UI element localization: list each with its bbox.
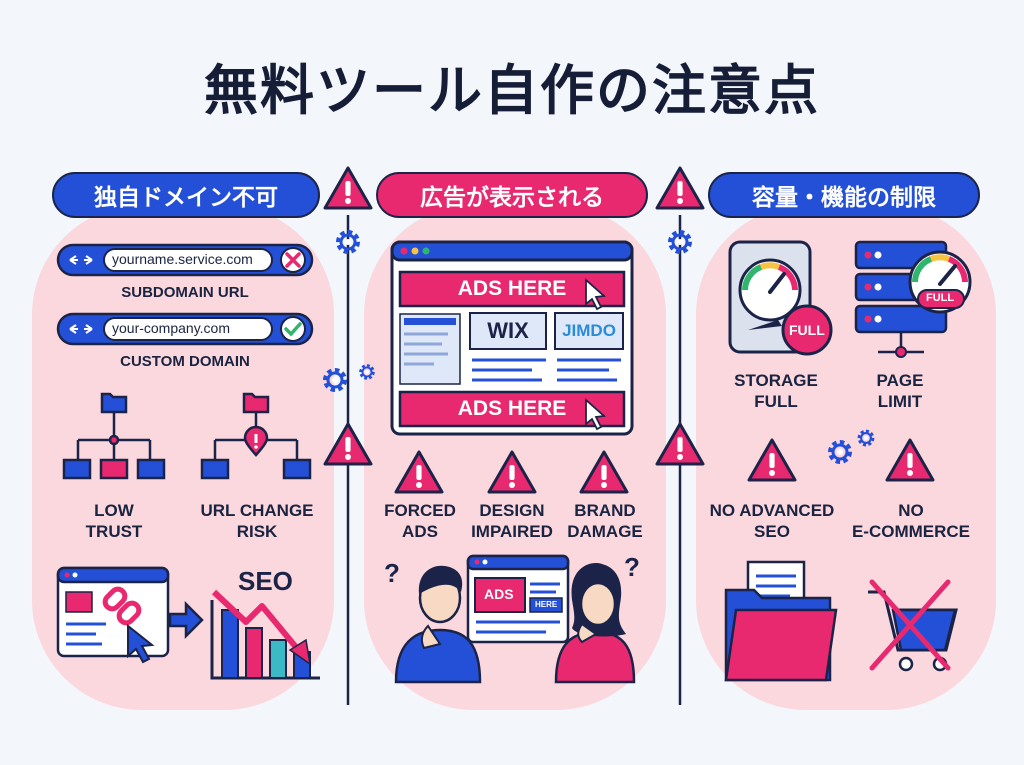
- full-badge: [781, 304, 833, 356]
- label-custom-domain: CUSTOM DOMAIN: [120, 353, 250, 370]
- full-badge-text: FULL: [926, 292, 955, 304]
- label-design-impaired: DESIGN IMPAIRED: [471, 501, 553, 541]
- url-bar-subdomain: [56, 243, 314, 277]
- worried-woman-illustration: ?: [554, 552, 640, 684]
- cursor-icon: [127, 623, 155, 664]
- mini-ads-text: ADS: [484, 586, 514, 602]
- svg-text:?: ?: [624, 552, 640, 582]
- url-bar-custom: [56, 312, 314, 346]
- cursor-icon: [585, 397, 607, 431]
- svg-text:?: ?: [384, 558, 400, 588]
- label-url-change-risk: URL CHANGE RISK: [200, 501, 314, 541]
- wix-logo: [469, 312, 547, 350]
- url-custom-text: your-company.com: [112, 320, 231, 336]
- warning-icon: [323, 166, 373, 210]
- ad-top-text: ADS HERE: [457, 277, 567, 300]
- confused-man-illustration: ?: [384, 558, 482, 684]
- arrow-right-icon: [168, 600, 204, 640]
- sitemap-url-risk: [200, 392, 312, 480]
- label-low-trust: LOW TRUST: [85, 501, 143, 541]
- seo-decline-chart: [210, 589, 320, 680]
- full-badge: [917, 289, 965, 309]
- gear-icon: [339, 233, 357, 251]
- label-forced-ads: FORCED ADS: [384, 501, 456, 541]
- label-storage-full: STORAGE FULL: [734, 371, 818, 411]
- cart-crossed-icon: [868, 579, 958, 672]
- jimdo-logo: [554, 312, 624, 350]
- ad-bottom-text: ADS HERE: [457, 397, 567, 420]
- ad-browser-window: [390, 240, 634, 436]
- folder-illustration: [724, 560, 838, 682]
- heading-limits: 容量・機能の制限: [708, 172, 980, 218]
- page-title: 無料ツール自作の注意点: [204, 59, 820, 122]
- server-illustration: [854, 240, 972, 358]
- label-brand-damage: BRAND DAMAGE: [567, 501, 643, 541]
- cursor-icon: [585, 277, 607, 311]
- jimdo-logo-text: JIMDO: [562, 321, 616, 340]
- wix-logo-text: WIX: [487, 318, 529, 343]
- label-subdomain-url: SUBDOMAIN URL: [121, 284, 249, 301]
- gear-icon: [831, 443, 849, 461]
- check-icon: [284, 322, 302, 337]
- url-subdomain-text: yourname.service.com: [112, 251, 253, 267]
- mini-ad-browser: [466, 554, 570, 644]
- gear-icon: [326, 371, 344, 389]
- label-no-ecommerce: NO E-COMMERCE: [851, 501, 971, 541]
- gear-icon: [671, 233, 689, 251]
- close-icon: [285, 252, 301, 268]
- label-page-limit: PAGE LIMIT: [876, 371, 924, 411]
- heading-no-custom-domain: 独自ドメイン不可: [52, 172, 320, 218]
- full-badge-text: FULL: [789, 322, 825, 338]
- broken-link-icon: [102, 586, 142, 626]
- broken-link-browser: [56, 566, 204, 664]
- sitemap-low-trust: [62, 392, 166, 480]
- storage-drive-illustration: [728, 240, 833, 356]
- warning-icon: [655, 166, 705, 210]
- label-no-advanced-seo: NO ADVANCED SEO: [709, 501, 835, 541]
- heading-ads-shown: 広告が表示される: [376, 172, 648, 218]
- mini-here-text: HERE: [535, 600, 558, 609]
- seo-label: SEO: [238, 566, 293, 596]
